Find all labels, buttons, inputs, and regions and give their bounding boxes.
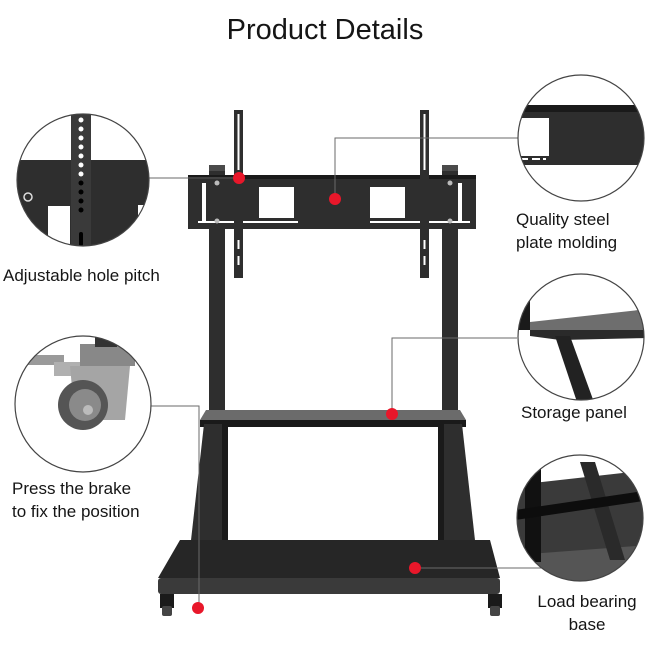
feature-label-base: Load bearing base xyxy=(531,590,643,636)
feature-label-brake-line1: Press the brake xyxy=(12,479,132,498)
feature-label-brake-line2: to fix the position xyxy=(12,502,140,521)
hotspot-brake-dot xyxy=(192,602,204,614)
feature-label-storage-panel: Storage panel xyxy=(521,403,627,422)
hotspot-storage-panel-dot xyxy=(386,408,398,420)
detail-circle-hole-pitch xyxy=(17,114,149,246)
callout-leader-lines xyxy=(148,137,548,606)
hotspot-base-dot xyxy=(409,562,421,574)
feature-label-steel-plate-line1: Quality steel xyxy=(516,210,610,229)
tv-stand-illustration xyxy=(158,110,502,616)
feature-label-base-line1: Load bearing xyxy=(537,592,637,611)
page-title: Product Details xyxy=(226,14,424,46)
hotspot-hole-pitch-dot xyxy=(233,172,245,184)
feature-label-steel-plate: Quality steel plate molding xyxy=(516,208,617,254)
feature-label-base-line2: base xyxy=(568,615,606,634)
detail-circle-base xyxy=(517,455,643,581)
detail-circle-steel-plate xyxy=(518,75,644,201)
detail-circle-storage-panel xyxy=(518,274,644,400)
feature-label-brake: Press the brake to fix the position xyxy=(12,477,140,523)
hotspot-steel-plate-dot xyxy=(329,193,341,205)
feature-label-steel-plate-line2: plate molding xyxy=(516,233,618,252)
feature-label-hole-pitch: Adjustable hole pitch xyxy=(3,266,160,285)
detail-circle-brake xyxy=(15,336,151,472)
